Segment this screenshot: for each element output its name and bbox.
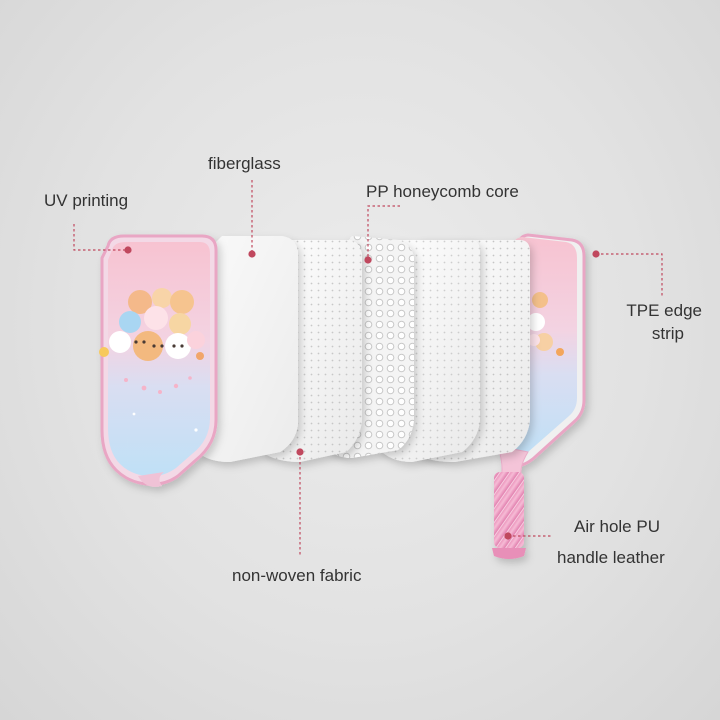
front-paddle bbox=[99, 234, 218, 487]
label-non-woven-fabric: non-woven fabric bbox=[232, 566, 362, 585]
label-pp-honeycomb-core: PP honeycomb core bbox=[366, 182, 519, 201]
label-air-hole-pu-line1: Air hole PU bbox=[574, 517, 660, 536]
front-paddle-characters bbox=[99, 288, 205, 361]
label-air-hole-pu-line2: handle leather bbox=[557, 548, 665, 567]
leader-tpe-edge bbox=[596, 253, 663, 296]
label-uv-printing: UV printing bbox=[44, 191, 129, 210]
label-tpe-edge-strip-line1: TPE edge bbox=[626, 301, 702, 320]
leader-lines bbox=[73, 180, 663, 556]
dot-tpe-edge bbox=[592, 250, 600, 258]
layer-fiberglass bbox=[198, 236, 298, 462]
handle-butt-cap bbox=[492, 548, 526, 559]
dot-air-hole-pu bbox=[504, 532, 512, 540]
dot-non-woven bbox=[296, 448, 304, 456]
front-paddle-face bbox=[108, 242, 210, 477]
leader-pp-honeycomb bbox=[367, 205, 400, 260]
dot-pp-honeycomb bbox=[364, 256, 372, 264]
dot-uv-printing bbox=[124, 246, 132, 254]
front-paddle-neck bbox=[138, 472, 164, 487]
handle-grip bbox=[494, 472, 524, 548]
label-fiberglass: fiberglass bbox=[208, 154, 281, 173]
back-paddle-characters bbox=[527, 292, 564, 356]
dot-fiberglass bbox=[248, 250, 256, 258]
leader-uv-printing bbox=[73, 224, 128, 251]
front-paddle-sparkles bbox=[124, 376, 198, 432]
label-tpe-edge-strip-line2: strip bbox=[651, 324, 684, 343]
